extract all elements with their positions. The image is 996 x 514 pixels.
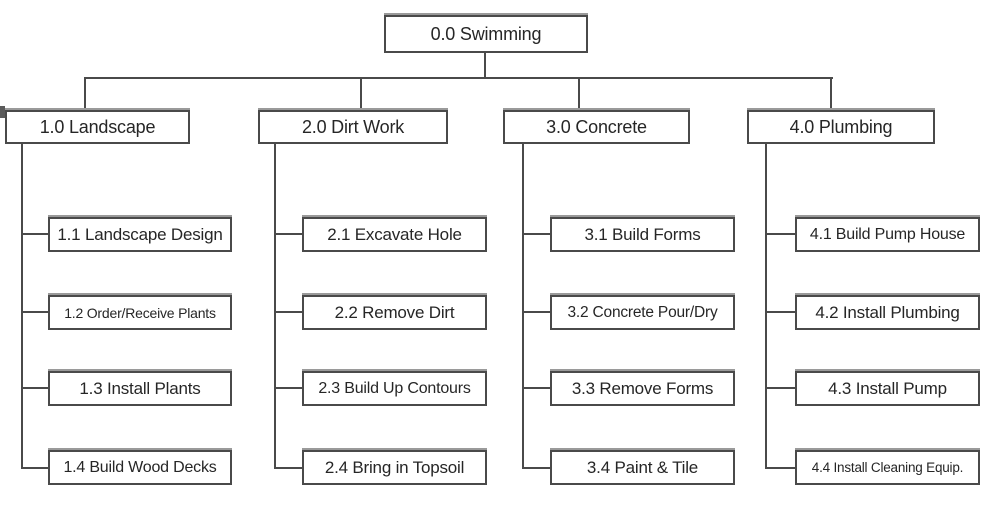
wbs-node-label: 2.2 Remove Dirt [334, 303, 455, 322]
connector-spine-3 [522, 144, 524, 469]
wbs-node-4-2: 4.2 Install Plumbing [795, 295, 980, 330]
connector-spine-4 [765, 144, 767, 469]
connector-stub-4-3 [765, 387, 795, 389]
wbs-node-2-1: 2.1 Excavate Hole [302, 217, 487, 252]
wbs-node-label: 4.2 Install Plumbing [815, 303, 960, 322]
wbs-node-label: 1.4 Build Wood Decks [63, 458, 217, 476]
wbs-node-2-0: 2.0 Dirt Work [258, 110, 448, 144]
connector-drop-4 [830, 77, 832, 110]
wbs-node-label: 2.1 Excavate Hole [327, 225, 462, 244]
wbs-node-label: 1.3 Install Plants [79, 379, 201, 398]
wbs-node-label: 2.4 Bring in Topsoil [324, 458, 465, 477]
connector-stub-2-3 [274, 387, 302, 389]
connector-stub-1-4 [21, 467, 48, 469]
wbs-node-0-0: 0.0 Swimming [384, 15, 588, 53]
wbs-node-4-4: 4.4 Install Cleaning Equip. [795, 450, 980, 485]
wbs-node-1-0: 1.0 Landscape [5, 110, 190, 144]
wbs-node-2-3: 2.3 Build Up Contours [302, 371, 487, 406]
wbs-node-label: 3.1 Build Forms [584, 225, 701, 244]
wbs-node-label: 1.2 Order/Receive Plants [64, 304, 216, 321]
connector-stub-2-4 [274, 467, 302, 469]
wbs-node-label: 1.0 Landscape [39, 117, 156, 137]
wbs-node-3-0: 3.0 Concrete [503, 110, 690, 144]
wbs-node-label: 0.0 Swimming [430, 24, 542, 44]
connector-stub-1-2 [21, 311, 48, 313]
connector-stub-4-4 [765, 467, 795, 469]
wbs-node-label: 4.1 Build Pump House [809, 225, 966, 243]
connector-root-drop [484, 52, 486, 78]
wbs-node-2-2: 2.2 Remove Dirt [302, 295, 487, 330]
connector-drop-2 [360, 77, 362, 110]
connector-stub-3-1 [522, 233, 550, 235]
wbs-node-label: 3.0 Concrete [546, 117, 647, 137]
wbs-node-label: 3.2 Concrete Pour/Dry [567, 303, 718, 321]
wbs-node-1-1: 1.1 Landscape Design [48, 217, 232, 252]
wbs-node-3-2: 3.2 Concrete Pour/Dry [550, 295, 735, 330]
wbs-node-2-4: 2.4 Bring in Topsoil [302, 450, 487, 485]
connector-stub-4-2 [765, 311, 795, 313]
connector-stub-3-4 [522, 467, 550, 469]
wbs-node-4-0: 4.0 Plumbing [747, 110, 935, 144]
wbs-node-1-3: 1.3 Install Plants [48, 371, 232, 406]
connector-stub-1-1 [21, 233, 48, 235]
wbs-node-label: 3.4 Paint & Tile [586, 458, 699, 477]
left-edge-mark [0, 106, 5, 118]
wbs-node-3-3: 3.3 Remove Forms [550, 371, 735, 406]
connector-spine-2 [274, 144, 276, 469]
connector-drop-3 [578, 77, 580, 110]
wbs-node-3-1: 3.1 Build Forms [550, 217, 735, 252]
wbs-node-label: 2.0 Dirt Work [301, 117, 405, 137]
wbs-node-1-2: 1.2 Order/Receive Plants [48, 295, 232, 330]
connector-bus [84, 77, 833, 79]
connector-stub-2-1 [274, 233, 302, 235]
wbs-node-label: 3.3 Remove Forms [571, 379, 714, 398]
wbs-node-label: 2.3 Build Up Contours [318, 379, 471, 397]
wbs-node-1-4: 1.4 Build Wood Decks [48, 450, 232, 485]
wbs-node-label: 4.4 Install Cleaning Equip. [811, 459, 964, 475]
connector-stub-3-3 [522, 387, 550, 389]
wbs-node-label: 4.3 Install Pump [828, 379, 947, 398]
connector-spine-1 [21, 144, 23, 469]
wbs-node-4-1: 4.1 Build Pump House [795, 217, 980, 252]
wbs-node-label: 4.0 Plumbing [789, 117, 893, 137]
wbs-node-label: 1.1 Landscape Design [57, 225, 223, 244]
connector-stub-3-2 [522, 311, 550, 313]
wbs-node-4-3: 4.3 Install Pump [795, 371, 980, 406]
connector-stub-4-1 [765, 233, 795, 235]
connector-drop-1 [84, 77, 86, 110]
connector-stub-2-2 [274, 311, 302, 313]
wbs-node-3-4: 3.4 Paint & Tile [550, 450, 735, 485]
connector-stub-1-3 [21, 387, 48, 389]
